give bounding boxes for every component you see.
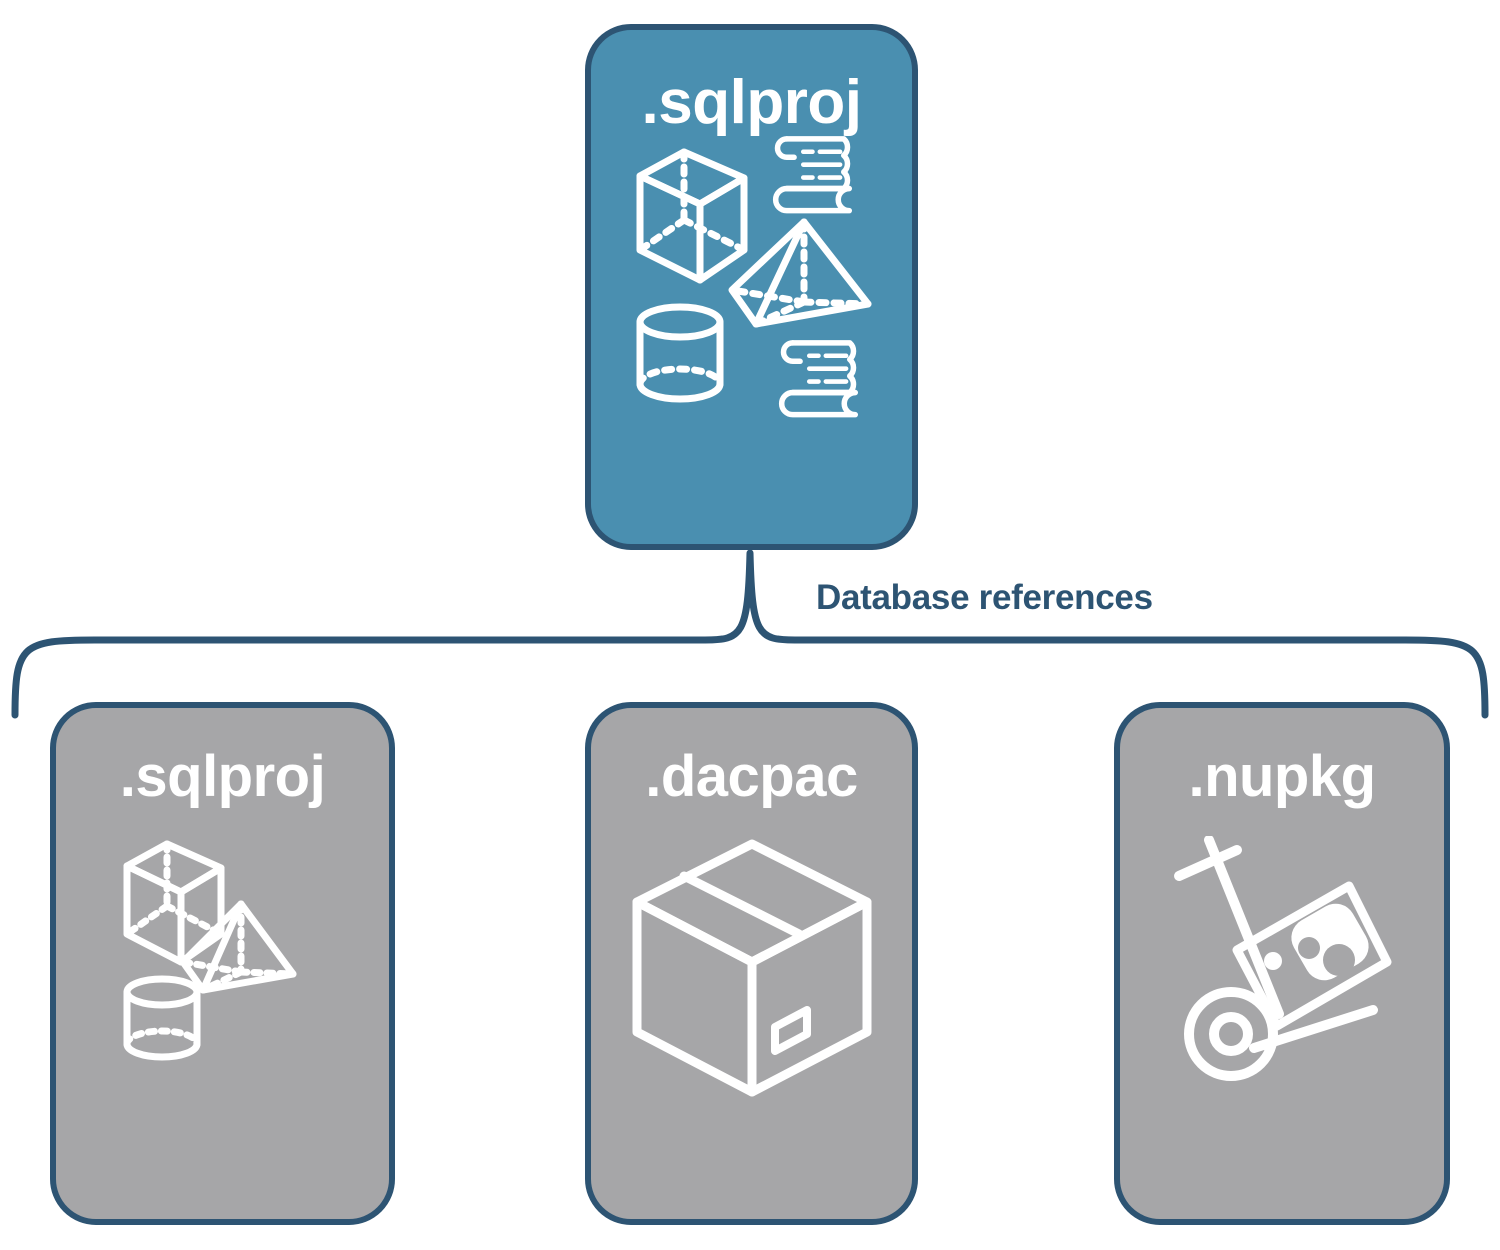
- card-root-title: .sqlproj: [641, 68, 862, 137]
- card-child-nupkg[interactable]: .nupkg: [1114, 702, 1450, 1225]
- card-root-icon-area: [591, 134, 912, 544]
- package-logo-dot: [1264, 952, 1282, 970]
- root-shapes-group: [636, 136, 871, 418]
- card-child-nupkg-icon-area: [1120, 806, 1444, 1219]
- card-child-dacpac-title: .dacpac: [645, 744, 858, 809]
- cube-icon: [636, 148, 747, 284]
- card-child-nupkg-title: .nupkg: [1188, 744, 1376, 809]
- card-root-sqlproj[interactable]: .sqlproj: [585, 24, 918, 550]
- card-child-sqlproj-icon-area: [56, 806, 389, 1219]
- hand-truck-icon: [1174, 836, 1392, 1081]
- pyramid-icon: [179, 900, 297, 994]
- card-child-dacpac-icon-area: [591, 806, 912, 1219]
- card-child-sqlproj[interactable]: .sqlproj: [50, 702, 395, 1225]
- shipping-box-icon: [632, 839, 871, 1097]
- wheel-inner: [1209, 1012, 1253, 1056]
- cylinder-icon: [636, 303, 723, 403]
- cylinder-icon: [123, 975, 201, 1061]
- bracket-path: [11, 549, 1489, 719]
- card-child-sqlproj-title: .sqlproj: [119, 744, 326, 809]
- scroll-icon: [772, 136, 852, 214]
- pyramid-icon: [728, 218, 871, 328]
- connector-label: Database references: [816, 578, 1153, 617]
- scroll-icon: [778, 340, 858, 418]
- cube-icon: [123, 840, 225, 966]
- card-child-dacpac[interactable]: .dacpac: [585, 702, 918, 1225]
- child-shapes-group: [123, 840, 297, 1061]
- wheel-outer: [1184, 987, 1278, 1081]
- package-logo-holes: [1298, 937, 1355, 976]
